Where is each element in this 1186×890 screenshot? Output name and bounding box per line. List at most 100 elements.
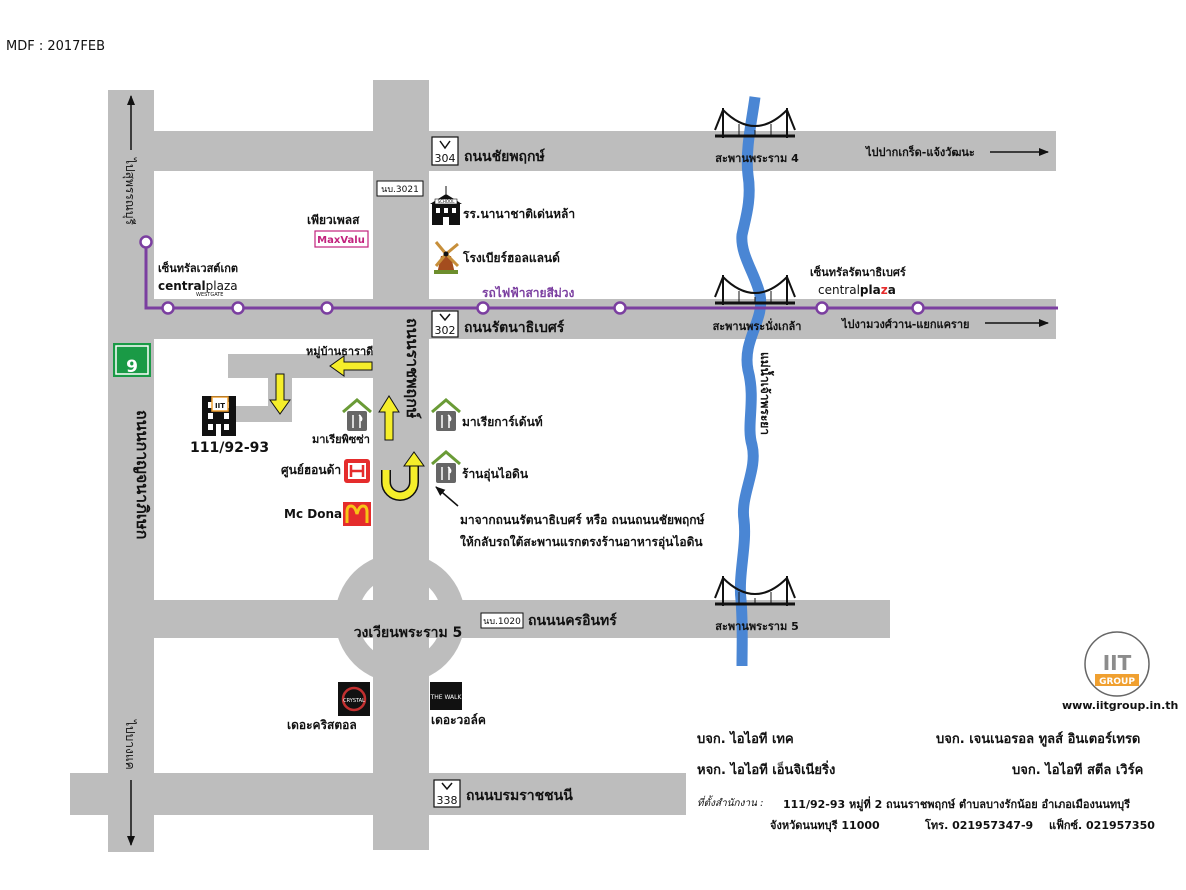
station bbox=[911, 301, 925, 315]
road-name-kanchanaphisek: ถนนกาญจนาภิเษก bbox=[132, 410, 152, 539]
highway-shield-icon: นบ.1020 bbox=[480, 612, 524, 629]
address-line2: จังหวัดนนทบุรี 11000 bbox=[770, 819, 880, 832]
central-westgate-logo: centralplaza bbox=[158, 279, 238, 293]
the-walk-logo: THE WALK bbox=[430, 682, 463, 710]
restaurant-icon bbox=[431, 398, 461, 431]
company-name-1: บจก. ไอไอที เทค bbox=[697, 732, 794, 747]
road-rattanathibet bbox=[154, 299, 1056, 339]
road-kanchanaphisek bbox=[108, 90, 154, 852]
version-label: MDF : 2017FEB bbox=[6, 39, 105, 54]
directions-line1: มาจากถนนรัตนาธิเบศร์ หรือ ถนนถนนชัยพฤกษ์ bbox=[460, 513, 705, 527]
central-westgate-logo-box bbox=[155, 275, 235, 297]
route-arrow-down bbox=[269, 373, 291, 415]
crystal-logo-text: CRYSTAL bbox=[343, 698, 365, 704]
highway-shield-icon: นบ.3021 bbox=[376, 180, 424, 197]
central-westgate-logo-sub: WESTGATE bbox=[196, 292, 223, 298]
mcdonald-icon bbox=[343, 502, 371, 526]
directions-line2: ให้กลับรถใต้สะพานแรกตรงร้านอาหารอุ่นไอดิ… bbox=[460, 534, 703, 550]
company-name-4: บจก. ไอไอที สตีล เวิร์ค bbox=[1012, 763, 1144, 778]
logo-iit: IIT bbox=[1103, 651, 1132, 675]
place-school: รร.นานาชาติเด่นหล้า bbox=[463, 207, 575, 221]
company-website[interactable]: www.iitgroup.in.th bbox=[1062, 699, 1179, 712]
restaurant-icon bbox=[342, 398, 372, 431]
shield-302: 302 bbox=[435, 324, 456, 337]
place-mariagarden: มาเรียการ์เด้นท์ bbox=[462, 415, 543, 429]
train-line-name: รถไฟฟ้าสายสีม่วง bbox=[482, 285, 575, 300]
road-chaiyaphruek bbox=[154, 131, 1056, 171]
address-label: ที่ตั้งสำนักงาน : bbox=[697, 798, 764, 809]
river-name: แม่น้ำเจ้าพระยา bbox=[758, 352, 775, 435]
road-name-rattanathibet: ถนนรัตนาธิเบศร์ bbox=[464, 319, 565, 336]
place-central-rattanathibet: เซ็นทรัลรัตนาธิเบศร์ bbox=[810, 265, 906, 279]
maxvalu-logo: MaxValu bbox=[317, 235, 365, 246]
purple-line-stations bbox=[139, 235, 925, 315]
place-un-ai-din: ร้านอุ่นไอดิน bbox=[462, 466, 529, 482]
bridge-name-phra-nang-klao: สะพานพระนั่งเกล้า bbox=[713, 318, 802, 333]
chao-phraya-river bbox=[734, 96, 767, 667]
company-name-3: หจก. ไอไอที เอ็นจิเนียริ่ง bbox=[697, 763, 836, 778]
logo-z: z bbox=[881, 283, 888, 297]
road-name-borommaratchachonnani: ถนนบรมราชชนนี bbox=[466, 788, 573, 804]
place-mcdonald: Mc Donald bbox=[284, 507, 355, 521]
arrow-to-u-turn bbox=[435, 486, 459, 507]
school-sign: SCHOOL bbox=[438, 199, 456, 204]
restaurant-icon bbox=[431, 450, 461, 483]
station bbox=[161, 301, 175, 315]
address-line1: 111/92-93 หมู่ที่ 2 ถนนราชพฤกษ์ ตำบลบางร… bbox=[783, 798, 1131, 811]
road-to-suphan: ไปสุพรรณบุรี bbox=[122, 157, 137, 226]
company-logo: IIT GROUP bbox=[1084, 631, 1150, 697]
honda-icon bbox=[344, 459, 370, 483]
bridge-icon bbox=[714, 275, 796, 305]
station bbox=[613, 301, 627, 315]
route-arrow-up bbox=[378, 395, 400, 441]
shield-nb1020: นบ.1020 bbox=[483, 617, 521, 627]
place-maria-pizza: มาเรียพิซซ่า bbox=[312, 433, 370, 446]
windmill-icon bbox=[434, 241, 460, 274]
station bbox=[320, 301, 334, 315]
station bbox=[476, 301, 490, 315]
station bbox=[815, 301, 829, 315]
road-to-ngam-wong-wan: ไปงามวงศ์วาน-แยกแคราย bbox=[840, 317, 969, 331]
place-maxvalu-name: เพียวเพลส bbox=[307, 213, 360, 227]
logo-pla: pla bbox=[860, 283, 881, 297]
bridge-name-rama4: สะพานพระราม 4 bbox=[715, 152, 799, 165]
maxvalu-logo-box bbox=[314, 230, 369, 248]
station bbox=[139, 235, 153, 249]
logo-central: central bbox=[158, 279, 206, 293]
building-icon: IIT bbox=[202, 396, 236, 436]
highway-shield-icon: 302 bbox=[431, 310, 459, 338]
school-icon: SCHOOL bbox=[430, 186, 462, 225]
bridge-name-rama5: สะพานพระราม 5 bbox=[715, 620, 798, 633]
purple-line-track bbox=[144, 240, 1058, 310]
road-to-bang-khae: ไปบางแค bbox=[123, 719, 137, 770]
the-walk-logo-text: THE WALK bbox=[430, 694, 463, 701]
shield-338: 338 bbox=[437, 794, 458, 807]
phone: โทร. 021957347-9 bbox=[925, 819, 1034, 832]
central-rattanathibet-logo: centralplaza bbox=[818, 283, 896, 297]
office-number: 111/92-93 bbox=[190, 440, 269, 456]
station bbox=[231, 301, 245, 315]
shield-304: 304 bbox=[435, 152, 456, 165]
bridge-icon bbox=[714, 576, 796, 606]
fax: แฟ็กซ์. 021957350 bbox=[1049, 819, 1155, 832]
logo-a: a bbox=[888, 283, 896, 297]
crystal-logo: CRYSTAL bbox=[338, 682, 370, 716]
logo-group: GROUP bbox=[1099, 677, 1135, 687]
place-the-walk: เดอะวอล์ค bbox=[431, 713, 486, 727]
place-central-westgate: เซ็นทรัลเวสต์เกต bbox=[158, 261, 238, 275]
road-name-chaiyaphruek: ถนนชัยพฤกษ์ bbox=[464, 148, 545, 165]
company-name-2: บจก. เจนเนอรอล ทูลส์ อินเตอร์เทรด bbox=[936, 732, 1141, 747]
shield-nb3021: นบ.3021 bbox=[381, 185, 419, 195]
shield-9: 9 bbox=[126, 357, 138, 377]
road-name-nakhon-in: ถนนนครอินทร์ bbox=[528, 612, 617, 629]
road-to-pak-kret: ไปปากเกร็ด-แจ้งวัฒนะ bbox=[864, 145, 975, 159]
logo-central: central bbox=[818, 283, 860, 297]
road-name-ratchaphruek: ถนนราชพฤกษ์ bbox=[403, 318, 422, 419]
place-brewery: โรงเบียร์ฮอลแลนด์ bbox=[462, 250, 560, 265]
place-honda: ศูนย์ฮอนด้า bbox=[281, 463, 341, 478]
bridge-icon bbox=[714, 108, 796, 138]
highway-shield-icon: 304 bbox=[431, 136, 459, 166]
highway-shield-icon: 338 bbox=[433, 779, 461, 808]
logo-plaza: plaza bbox=[206, 279, 238, 293]
